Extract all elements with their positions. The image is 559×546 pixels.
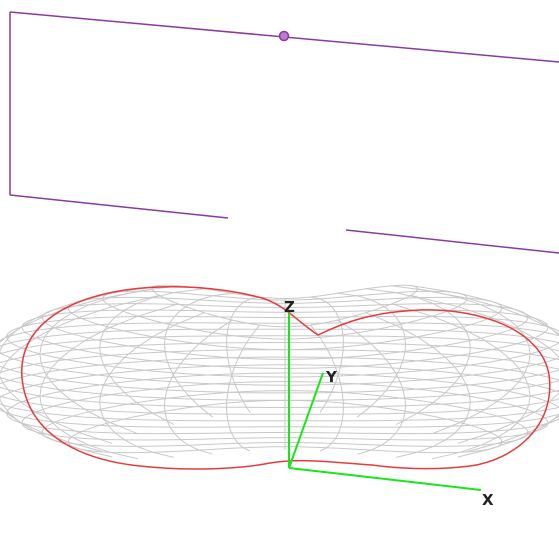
principal-cut-curve	[21, 285, 551, 470]
wireframe-meridian	[0, 285, 160, 444]
wireframe-meridian	[417, 288, 559, 453]
coordinate-axes	[288, 313, 482, 491]
cutting-plane	[9, 11, 559, 254]
wireframe-meridian	[365, 288, 471, 426]
z-axis-label: Z	[284, 298, 295, 316]
wireframe-meridian	[410, 294, 559, 458]
wireframe-meridian	[226, 296, 260, 413]
wireframe-meridian	[226, 324, 260, 452]
wireframe-meridian	[0, 288, 153, 453]
wireframe-meridian	[39, 303, 179, 460]
wireframe-meridian	[163, 292, 233, 418]
cutting-plane-center-marker[interactable]	[278, 30, 290, 42]
wireframe-meridian	[99, 288, 205, 426]
wireframe-meridian	[337, 292, 407, 418]
cutting-plane-bottom-edge-right	[345, 229, 559, 254]
wireframe-meridian	[310, 324, 344, 452]
x-axis-line	[288, 467, 482, 491]
x-axis-label: X	[482, 491, 494, 509]
cutting-plane-bottom-edge-left	[9, 194, 229, 219]
wireframe-meridian	[99, 312, 205, 458]
wireframe-meridian	[163, 319, 233, 455]
wireframe-meridian	[391, 285, 531, 435]
y-axis-line	[288, 372, 324, 469]
y-axis-label: Y	[325, 368, 338, 386]
wireframe-meridian	[310, 296, 344, 413]
wireframe-meridian	[0, 294, 160, 458]
wireframe-meridian	[39, 285, 179, 435]
radiation-pattern-wireframe	[0, 284, 559, 460]
wireframe-meridian	[337, 319, 407, 455]
wireframe-meridian	[391, 303, 531, 460]
wireframe-meridian	[410, 285, 559, 444]
wireframe-meridian	[365, 312, 471, 458]
